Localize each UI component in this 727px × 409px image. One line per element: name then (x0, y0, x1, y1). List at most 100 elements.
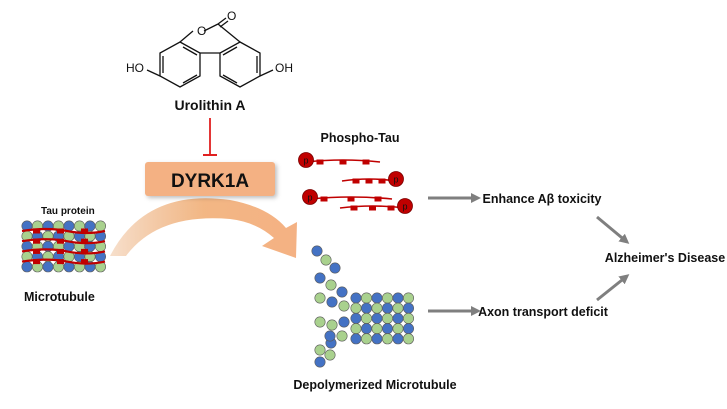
tau-segment (362, 159, 370, 165)
tubulin-blue-subunit (326, 296, 338, 308)
tau-segment (33, 238, 40, 244)
tubulin-blue-subunit (402, 323, 414, 335)
tubulin-blue-subunit (402, 302, 414, 314)
phosphate-symbol: p (307, 193, 312, 203)
tau-segment (57, 259, 64, 265)
dyrk1a-label: DYRK1A (171, 171, 249, 192)
tubulin-blue-subunit (360, 323, 372, 335)
tubulin-green-subunit (320, 254, 332, 266)
tau-segment (347, 196, 355, 202)
hydroxyl-left-atom: HO (126, 61, 144, 75)
depolymerized-microtubule-drawing (311, 245, 414, 368)
tau-segment (339, 159, 347, 165)
tubulin-blue-subunit (371, 292, 383, 304)
tubulin-green-subunit (360, 292, 372, 304)
tubulin-green-subunit (336, 330, 348, 342)
tubulin-blue-subunit (324, 330, 336, 342)
tubulin-blue-subunit (42, 261, 54, 273)
tubulin-green-subunit (402, 292, 414, 304)
hydroxyl-right-atom: OH (275, 61, 293, 75)
urolithin-a-label: Urolithin A (174, 97, 245, 113)
tubulin-green-subunit (381, 312, 393, 324)
phosphate-group-circle (302, 189, 318, 205)
tubulin-blue-subunit (311, 245, 323, 257)
tubulin-green-subunit (392, 323, 404, 335)
tau-segment (352, 178, 360, 184)
urolithin-a-structure (146, 17, 274, 88)
tubulin-blue-subunit (350, 312, 362, 324)
tau-segment (369, 205, 376, 211)
tubulin-green-subunit (338, 300, 350, 312)
tubulin-green-subunit (314, 316, 326, 328)
phosphate-symbol: p (303, 156, 308, 166)
phosphate-group-circle (388, 171, 404, 187)
tubulin-blue-subunit (381, 323, 393, 335)
tau-segment (33, 248, 40, 254)
tubulin-blue-subunit (314, 356, 326, 368)
tubulin-blue-subunit (392, 312, 404, 324)
tubulin-blue-subunit (360, 302, 372, 314)
tubulin-blue-subunit (381, 302, 393, 314)
tubulin-green-subunit (360, 312, 372, 324)
tau-segment (316, 159, 324, 165)
enhance-toxicity-label: Enhance Aβ toxicity (482, 192, 601, 206)
tau-segment (81, 238, 88, 244)
tau-segment (57, 238, 64, 244)
tubulin-blue-subunit (392, 292, 404, 304)
phospho-tau-strands: p p p p (298, 152, 413, 214)
arrow-toxicity-to-disease (596, 215, 630, 244)
tau-segment (33, 259, 40, 265)
phosphate-symbol: p (402, 202, 407, 212)
phosphate-group-circle (298, 152, 314, 168)
tubulin-green-subunit (402, 312, 414, 324)
phospho-tau-label: Phospho-Tau (321, 131, 400, 145)
tubulin-green-subunit (402, 333, 414, 345)
phosphorylation-curve-arrow (110, 198, 297, 258)
tubulin-green-subunit (326, 319, 338, 331)
tubulin-blue-subunit (21, 261, 33, 273)
depolymerized-microtubule-label: Depolymerized Microtubule (293, 378, 456, 392)
tau-segment (81, 259, 88, 265)
tau-segment (378, 178, 386, 184)
tubulin-green-subunit (95, 220, 107, 232)
phosphate-symbol: p (393, 175, 398, 185)
tau-segment (81, 248, 88, 254)
tubulin-green-subunit (314, 344, 326, 356)
tubulin-blue-subunit (371, 333, 383, 345)
arrow-axon-to-disease (596, 274, 630, 302)
tubulin-blue-subunit (392, 333, 404, 345)
tau-segment (350, 205, 358, 211)
tubulin-green-subunit (350, 302, 362, 314)
tubulin-green-subunit (371, 302, 383, 314)
dyrk1a-box (145, 162, 275, 196)
tubulin-blue-subunit (350, 333, 362, 345)
tubulin-green-subunit (381, 333, 393, 345)
tubulin-blue-subunit (338, 316, 350, 328)
tubulin-green-subunit (371, 323, 383, 335)
tubulin-blue-subunit (350, 292, 362, 304)
tau-protein-label: Tau protein (41, 206, 95, 217)
phosphate-group-circle (397, 198, 413, 214)
tubulin-blue-subunit (336, 286, 348, 298)
microtubule-label: Microtubule (24, 290, 95, 304)
carbonyl-oxygen-atom: O (227, 9, 236, 23)
left-benzene-ring (159, 41, 201, 88)
tubulin-green-subunit (392, 302, 404, 314)
right-benzene-ring (219, 41, 261, 88)
tubulin-green-subunit (360, 333, 372, 345)
tubulin-blue-subunit (314, 272, 326, 284)
tubulin-green-subunit (324, 349, 336, 361)
tau-segment (320, 196, 328, 202)
tubulin-green-subunit (325, 279, 337, 291)
tau-segment (57, 228, 64, 234)
tubulin-blue-subunit (329, 262, 341, 274)
tau-segment (365, 178, 373, 184)
tubulin-green-subunit (314, 292, 326, 304)
tau-segment (81, 228, 88, 234)
tau-segment (33, 228, 40, 234)
microtubule-bundle (21, 220, 107, 273)
tubulin-green-subunit (381, 292, 393, 304)
tau-segment (374, 196, 382, 202)
tau-segment (387, 205, 395, 211)
